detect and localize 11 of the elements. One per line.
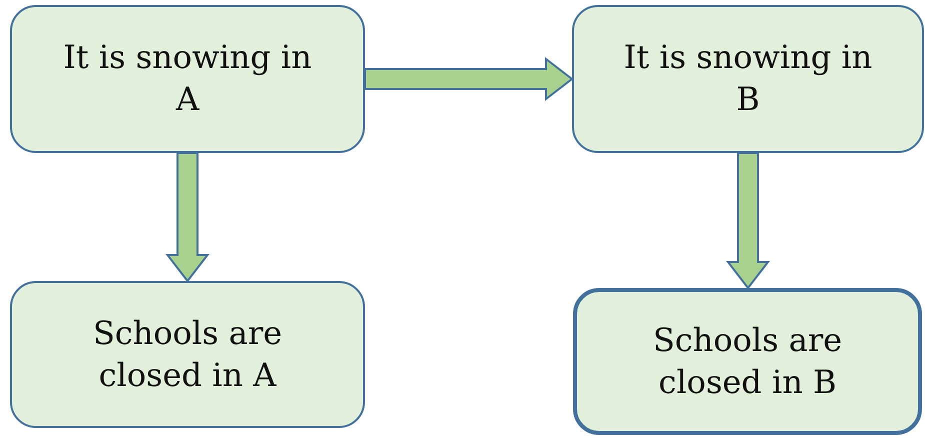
box-text: It is snowing in A [62,37,313,120]
box-text: Schools are closed in B [652,320,844,402]
block-arrow [364,56,574,102]
block-arrow [165,152,210,283]
process-box [572,5,924,153]
process-box [573,288,922,435]
box-text: It is snowing in B [622,37,874,120]
block-arrow [726,152,770,290]
process-box [10,5,365,153]
box-text: Schools are closed in A [92,312,284,396]
process-box [10,281,365,428]
